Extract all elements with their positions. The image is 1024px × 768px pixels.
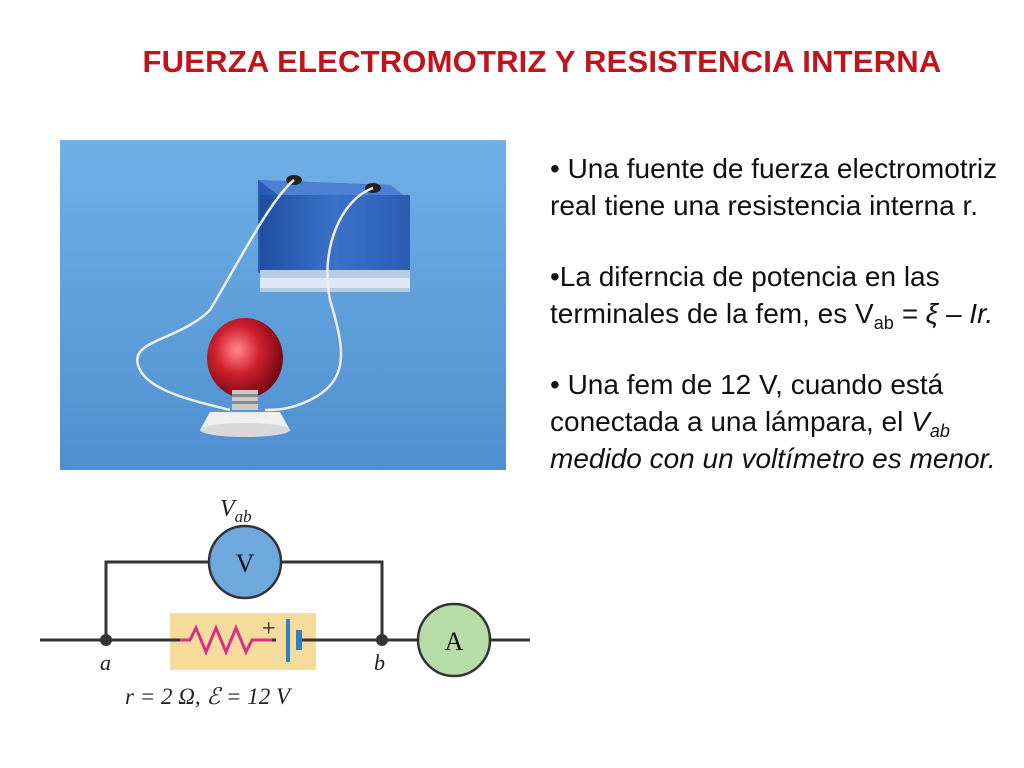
circuit-caption: r = 2 Ω, ℰ = 12 V (125, 684, 293, 709)
circuit-diagram: + a b V Vab A r = 2 Ω, ℰ = 12 V (40, 496, 530, 709)
resistor-symbol (180, 624, 272, 656)
ammeter-symbol (416, 602, 492, 678)
page-title: FUERZA ELECTROMOTRIZ Y RESISTENCIA INTER… (142, 44, 942, 79)
ammeter-label: A (445, 627, 464, 656)
voltmeter-symbol (207, 524, 283, 600)
bullet-list: • Una fuente de fuerza electromotriz rea… (550, 150, 1010, 511)
bullet-2: •La diferncia de potencia en las termina… (550, 261, 994, 333)
vab-label: Vab (220, 496, 252, 526)
node-a-dot (100, 634, 112, 646)
node-b-label: b (374, 650, 385, 675)
bullet-1: • Una fuente de fuerza electromotriz rea… (550, 153, 998, 221)
plus-sign: + (262, 616, 276, 642)
bullet-3: • Una fem de 12 V, cuando está conectada… (550, 369, 996, 474)
battery-lamp-photo (60, 140, 506, 470)
node-b-dot (376, 634, 388, 646)
node-a-label: a (100, 650, 111, 675)
voltmeter-label: V (236, 549, 255, 578)
